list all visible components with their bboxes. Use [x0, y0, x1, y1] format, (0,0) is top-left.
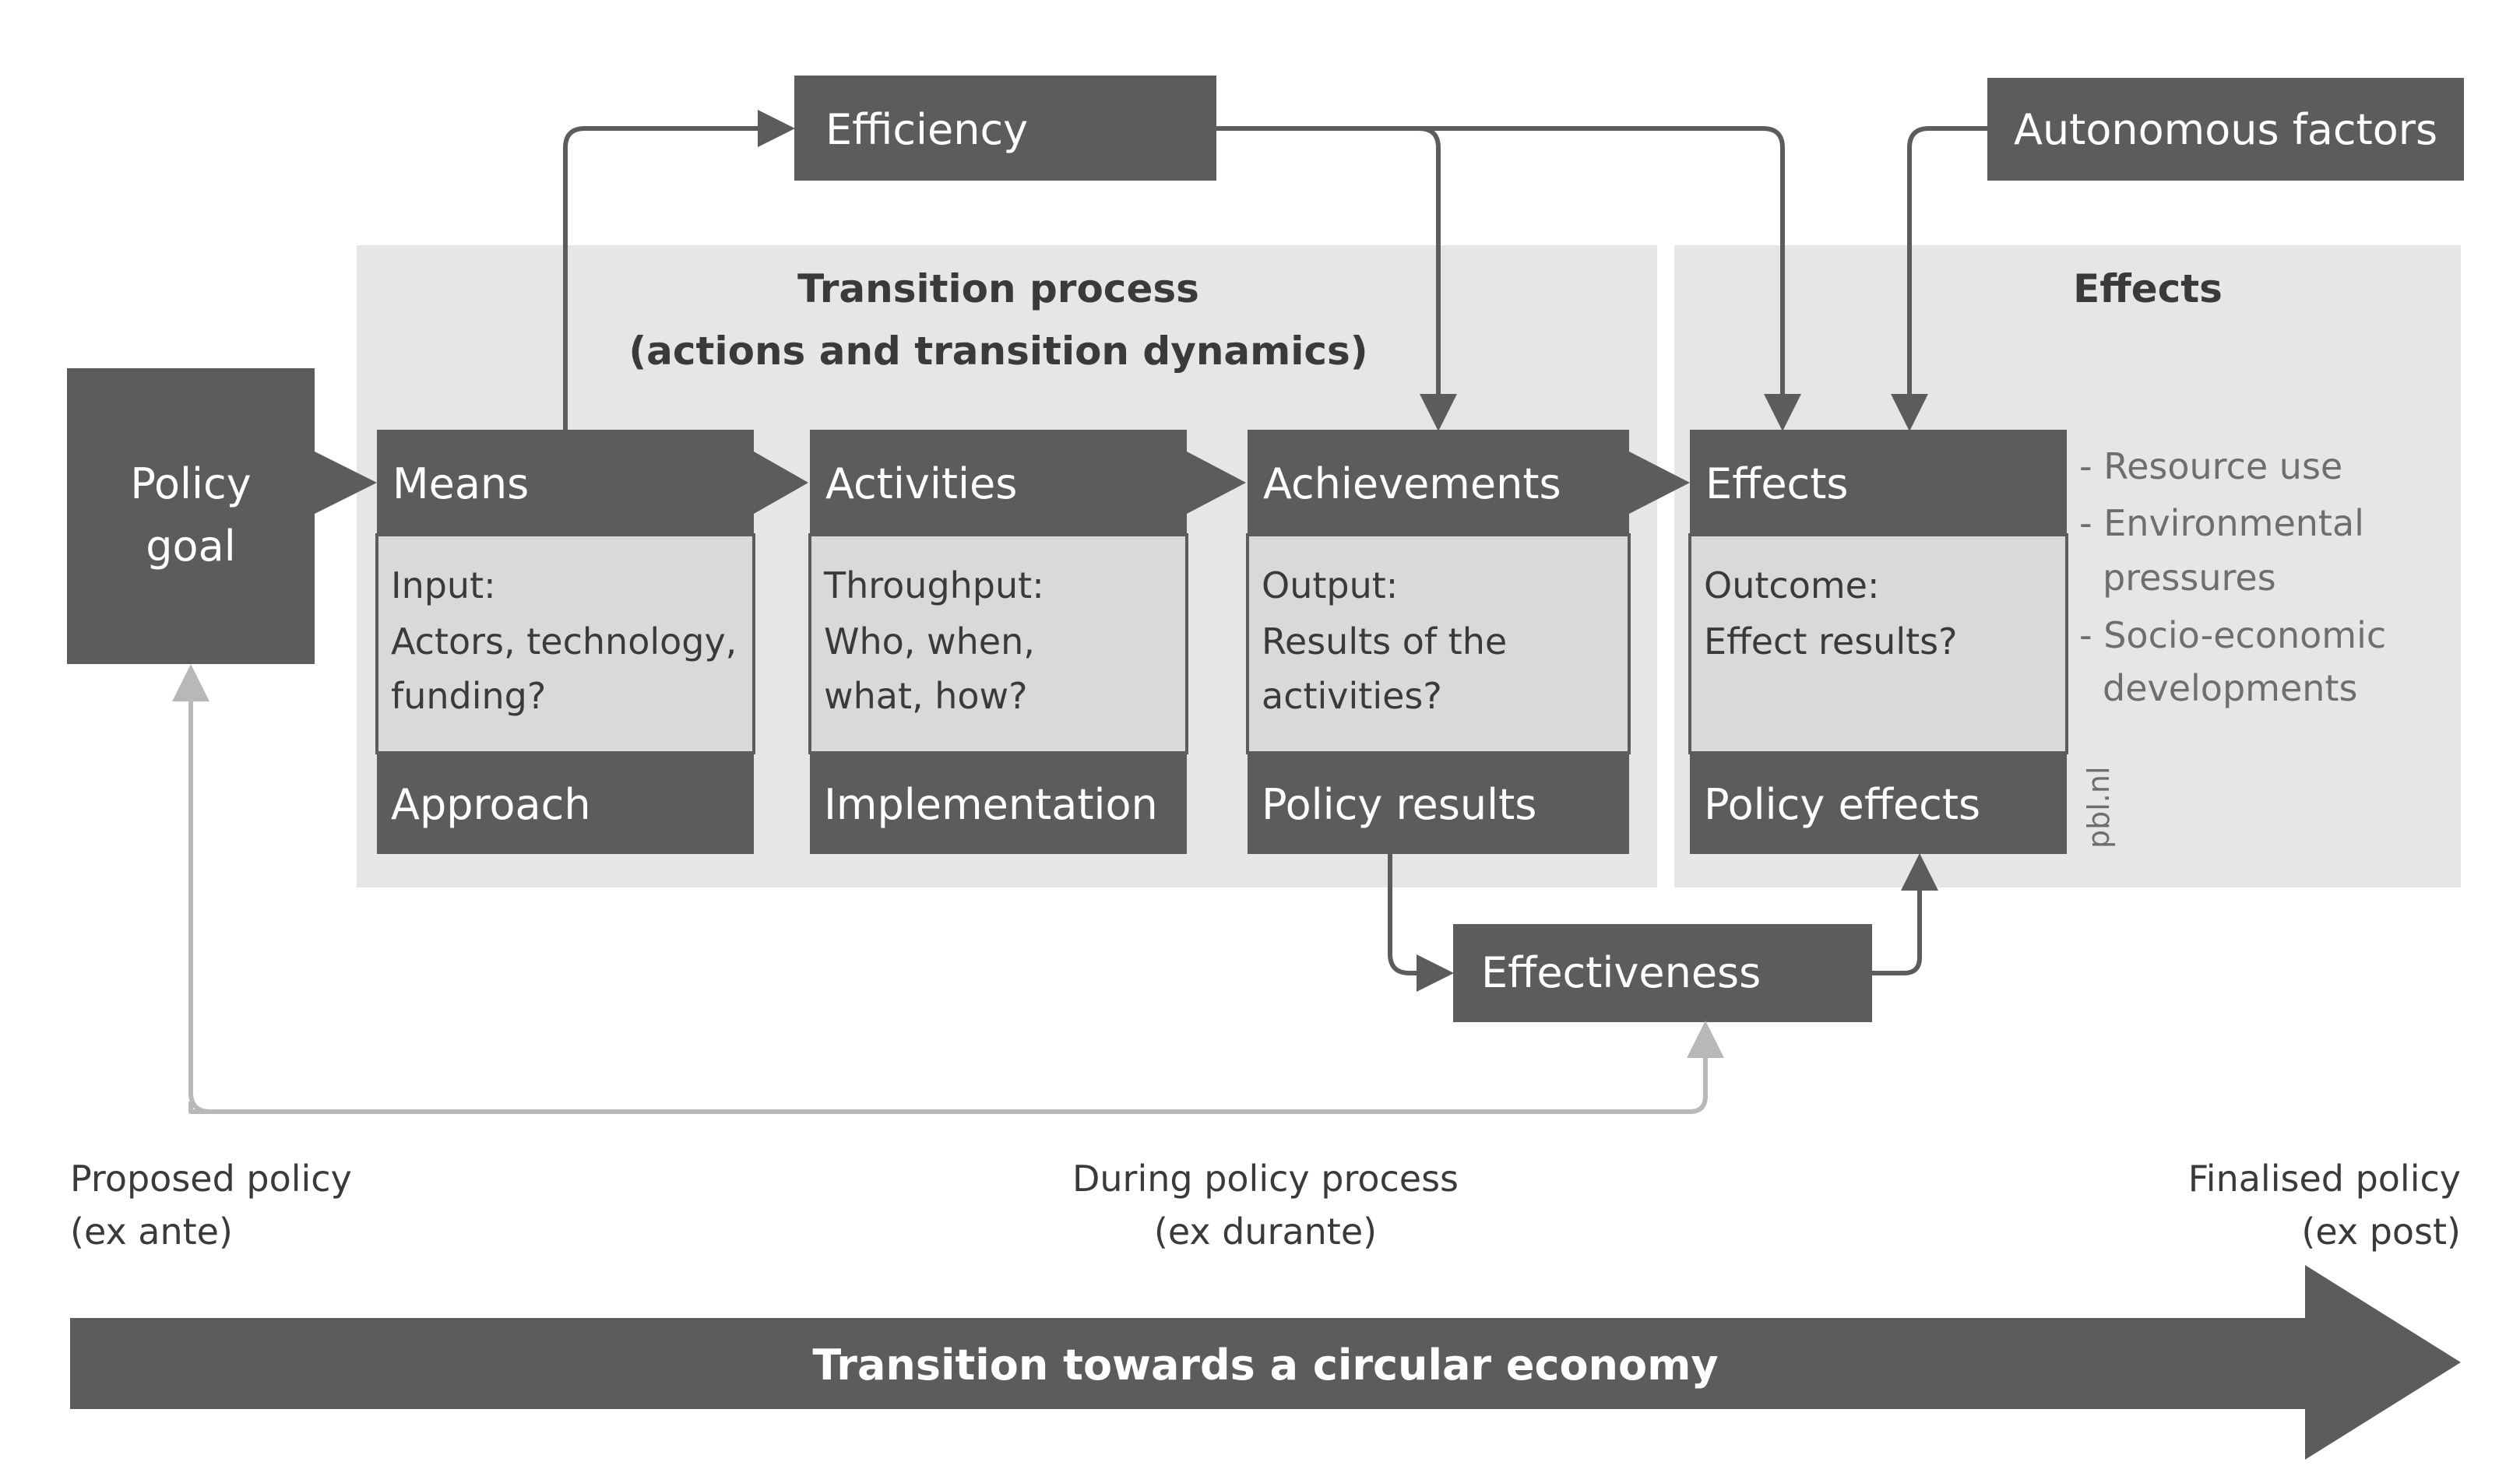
- efficiency-box: [794, 76, 1216, 181]
- achievements-footer-label: Policy results: [1262, 780, 1536, 829]
- transition-panel-subtitle: (actions and transition dynamics): [628, 329, 1367, 374]
- transition-arrow: [70, 1265, 2461, 1460]
- feedback-to-policy-goal-arrow: [172, 664, 211, 1114]
- means-pointer: [754, 452, 808, 514]
- timeline-left-line-2: (ex ante): [70, 1211, 233, 1253]
- timeline-middle-line-1: During policy process: [1072, 1158, 1459, 1200]
- policy-goal-box: [67, 368, 315, 664]
- means-footer: [377, 753, 754, 854]
- activities-header-label: Activities: [825, 459, 1017, 508]
- activities-body-line-1: Throughput:: [823, 564, 1044, 606]
- achievements-column: Achievements Output: Results of the acti…: [1246, 430, 1690, 854]
- timeline-left-line-1: Proposed policy: [70, 1158, 352, 1200]
- policy-goal-label-1: Policy: [130, 459, 251, 508]
- activities-body-line-2: Who, when,: [824, 620, 1035, 662]
- means-header-label: Means: [392, 459, 529, 508]
- effects-body-line-2: Effect results?: [1704, 620, 1958, 662]
- autonomous-factors-box: [1987, 78, 2464, 181]
- feedback-to-effectiveness-arrow: [188, 1021, 1724, 1114]
- means-body: [375, 533, 755, 754]
- autonomous-factors-to-effects-arrow: [1891, 126, 1987, 431]
- effects-header: [1690, 430, 2067, 535]
- activities-footer: [810, 753, 1187, 854]
- timeline-right-line-2: (ex post): [2301, 1211, 2461, 1253]
- activities-column: Activities Throughput: Who, when, what, …: [808, 430, 1246, 854]
- achievements-body-line-1: Output:: [1262, 564, 1398, 606]
- means-body-line-3: funding?: [391, 675, 546, 717]
- achievements-header-label: Achievements: [1263, 459, 1561, 508]
- achievements-body-line-2: Results of the: [1262, 620, 1507, 662]
- achievements-pointer: [1629, 452, 1690, 514]
- means-footer-label: Approach: [391, 780, 591, 829]
- means-header: [377, 430, 754, 535]
- activities-body-line-3: what, how?: [824, 675, 1028, 717]
- side-list-item-2: - Environmental: [2079, 502, 2364, 544]
- activities-header: [810, 430, 1187, 535]
- effects-header-label: Effects: [1705, 459, 1849, 508]
- effects-footer: [1690, 753, 2067, 854]
- autonomous-factors-label: Autonomous factors: [2014, 105, 2437, 154]
- effectiveness-box: [1453, 924, 1872, 1022]
- means-body-line-1: Input:: [391, 564, 496, 606]
- achievements-footer: [1248, 753, 1629, 854]
- policy-goal-label-2: goal: [146, 522, 235, 571]
- means-to-efficiency-arrow: [563, 110, 795, 430]
- effects-body: [1688, 533, 2068, 754]
- activities-body: [808, 533, 1188, 754]
- side-list-item-3: pressures: [2103, 557, 2276, 599]
- efficiency-label: Efficiency: [825, 105, 1028, 154]
- timeline-right-line-1: Finalised policy: [2188, 1158, 2461, 1200]
- effectiveness-to-policy-effects-arrow: [1872, 853, 1938, 975]
- efficiency-to-effects-arrow: [1419, 126, 1801, 431]
- transition-arrow-label: Transition towards a circular economy: [812, 1341, 1718, 1390]
- timeline-middle-line-2: (ex durante): [1154, 1211, 1377, 1253]
- policy-results-to-effectiveness-arrow: [1388, 854, 1454, 992]
- credit-label: pbl.nl: [2082, 766, 2116, 849]
- transition-panel-title: Transition process: [797, 266, 1199, 311]
- side-list-item-1: - Resource use: [2079, 445, 2342, 487]
- side-list-item-4: - Socio-economic: [2079, 614, 2386, 656]
- means-body-line-2: Actors, technology,: [391, 620, 737, 662]
- effects-footer-label: Policy effects: [1704, 780, 1980, 829]
- effects-panel-title: Effects: [2073, 266, 2223, 311]
- activities-pointer: [1187, 452, 1246, 514]
- effectiveness-label: Effectiveness: [1481, 948, 1761, 997]
- activities-footer-label: Implementation: [824, 780, 1158, 829]
- achievements-body-line-3: activities?: [1262, 675, 1442, 717]
- means-column: Means Input: Actors, technology, funding…: [375, 430, 808, 854]
- side-list-item-5: developments: [2103, 667, 2357, 709]
- achievements-header: [1248, 430, 1629, 535]
- effects-column: Effects Outcome: Effect results? Policy …: [1688, 430, 2068, 854]
- effects-body-line-1: Outcome:: [1704, 564, 1879, 606]
- policy-goal-pointer: [315, 452, 377, 514]
